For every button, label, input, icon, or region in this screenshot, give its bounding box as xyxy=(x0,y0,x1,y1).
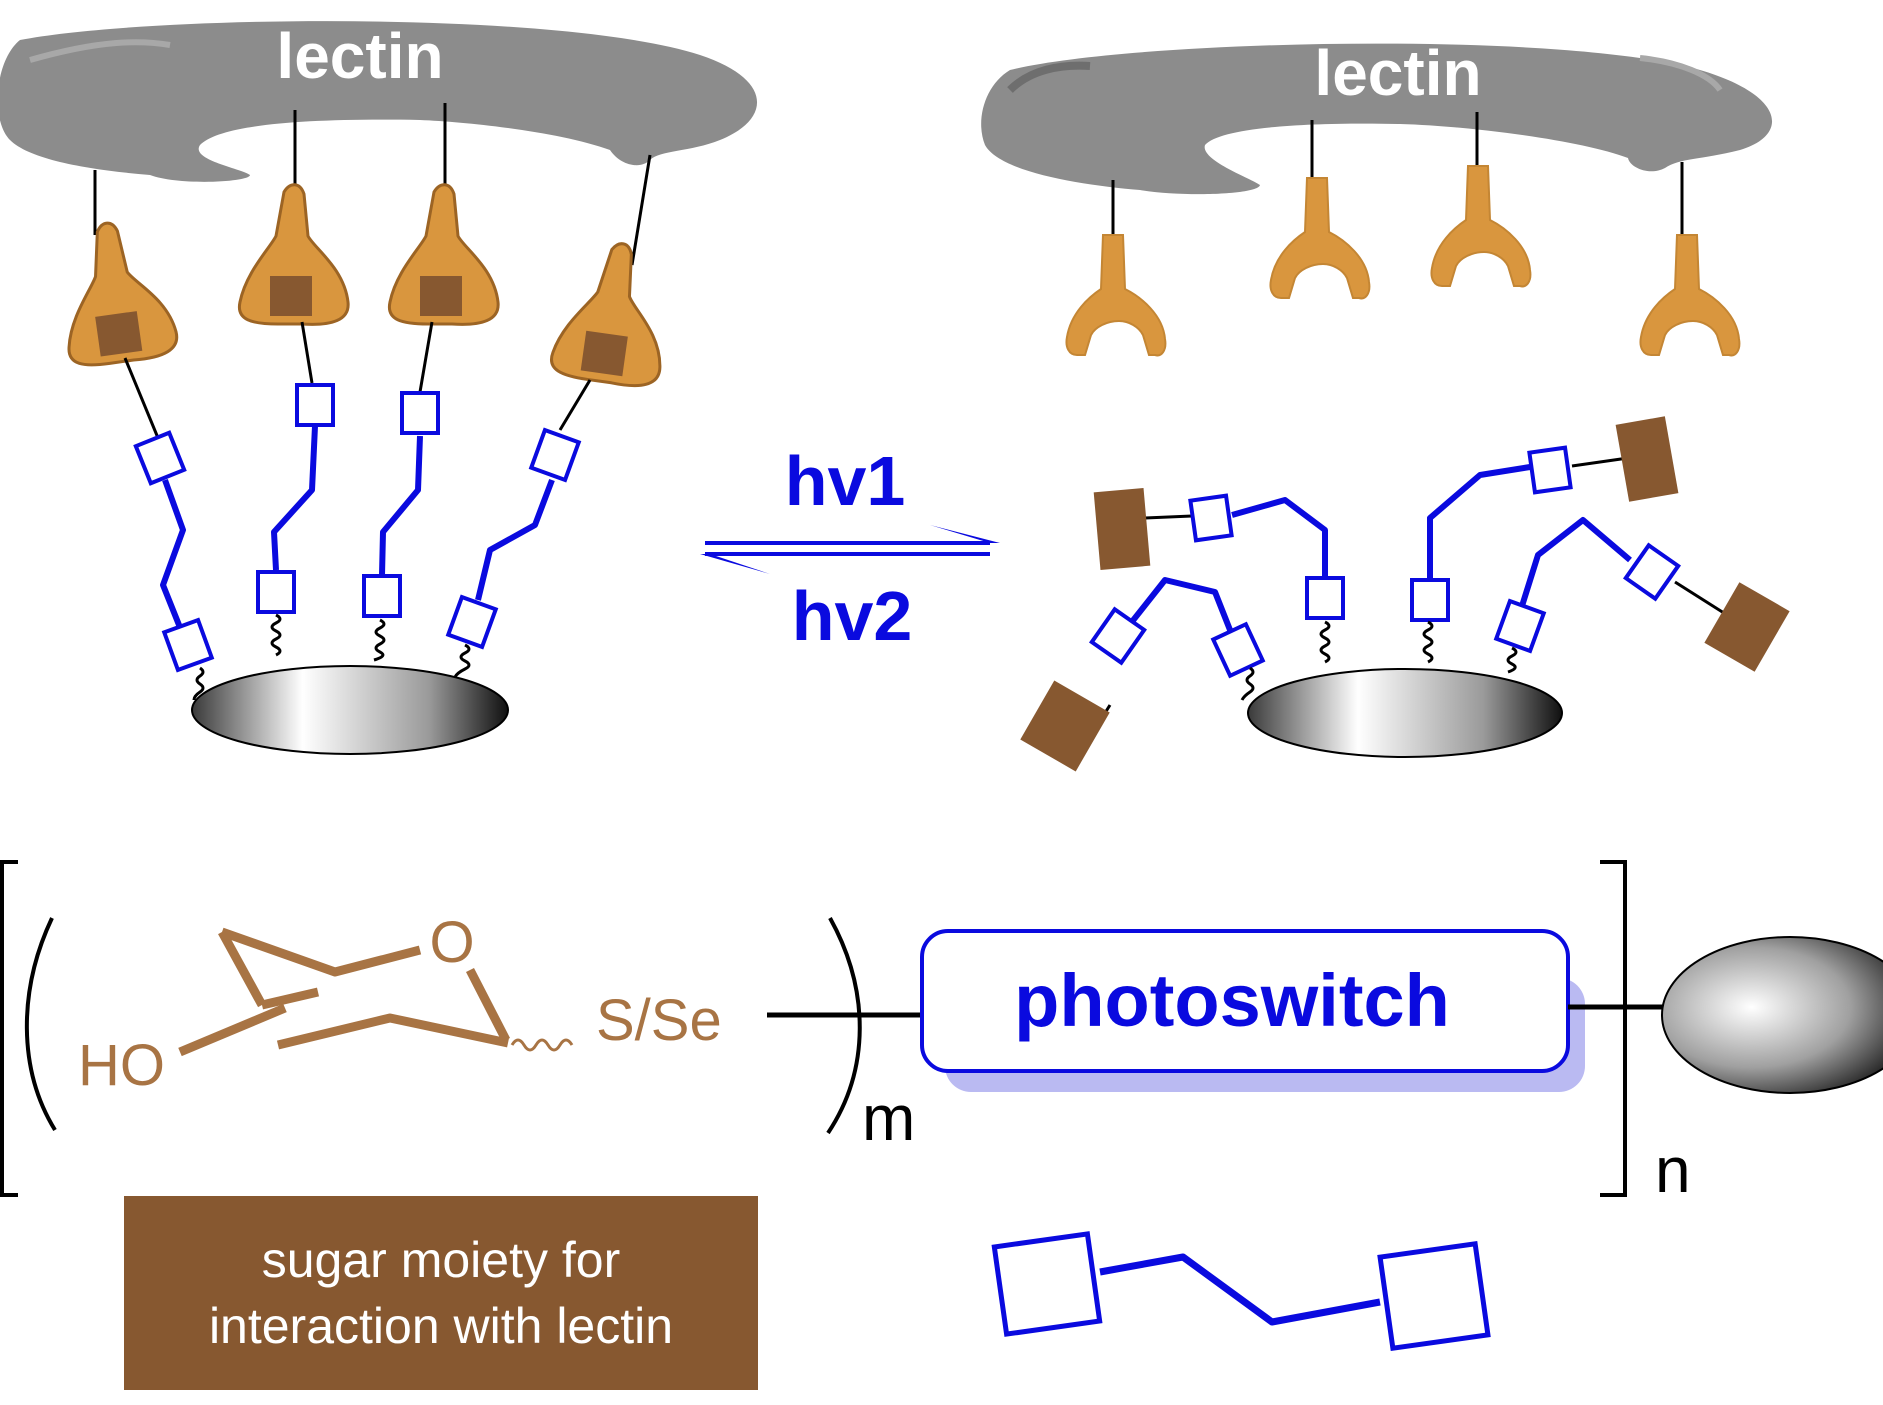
switch-square xyxy=(1410,578,1450,622)
receptor-free-4 xyxy=(1639,234,1741,357)
right-panel: lectin xyxy=(981,37,1790,772)
tethers-left xyxy=(123,321,592,439)
sugar-block xyxy=(1020,680,1110,772)
lectin-label-left: lectin xyxy=(276,20,443,92)
paren-left xyxy=(24,917,57,1132)
nanoparticle-formula xyxy=(1661,936,1883,1094)
anomeric-wavy-bond xyxy=(510,1038,574,1052)
repeat-m-label: m xyxy=(862,1082,915,1154)
sugar-legend-box: sugar moiety for interaction with lectin xyxy=(124,1196,758,1390)
switch-square xyxy=(1188,493,1234,543)
paren-right xyxy=(826,917,862,1135)
switch-square xyxy=(162,618,214,672)
photoswitch-legend-glyph xyxy=(991,1231,1491,1352)
sugar-legend-line1: sugar moiety for xyxy=(261,1232,621,1288)
receptor-bound-1 xyxy=(50,214,181,371)
receptor-bound-4 xyxy=(547,234,678,392)
switch-square xyxy=(400,391,440,435)
photoswitch-label: photoswitch xyxy=(1014,959,1450,1042)
photoswitch-chains-right xyxy=(1124,464,1632,637)
switch-square xyxy=(1211,622,1265,678)
ring-oxygen-label: O xyxy=(429,910,474,975)
linker-label: S/Se xyxy=(596,988,722,1053)
bracket-right xyxy=(1600,860,1627,1197)
switch-square xyxy=(529,428,581,482)
hv2-label: hv2 xyxy=(792,577,913,655)
switch-square xyxy=(1527,445,1573,495)
hv1-label: hv1 xyxy=(785,442,906,520)
sugar-block xyxy=(1093,487,1151,571)
nanoparticle-right xyxy=(1247,668,1563,758)
lectin-shape-left xyxy=(0,21,757,182)
bracket-left xyxy=(0,860,18,1197)
receptor-bound-2 xyxy=(237,183,350,326)
photoswitch-box xyxy=(920,929,1570,1073)
sugar-block xyxy=(1615,416,1679,502)
switch-square xyxy=(1623,543,1681,601)
spacers-right xyxy=(1240,620,1518,701)
switch-square xyxy=(256,570,296,614)
receptor-free-1 xyxy=(1065,234,1167,357)
sugar-legend-line2: interaction with lectin xyxy=(208,1298,674,1354)
lectin-stems-right xyxy=(1111,112,1684,238)
structure-formula: O HO S/Se m photoswitch n xyxy=(0,860,1883,1206)
repeat-n-label: n xyxy=(1655,1134,1691,1206)
spacers-left xyxy=(192,613,471,701)
switch-square xyxy=(1494,599,1546,653)
photoswitch-chains-left xyxy=(160,425,555,642)
receptor-bound-3 xyxy=(387,183,500,326)
switch-square xyxy=(362,574,402,618)
nanoparticle-left xyxy=(191,665,509,755)
lectin-shape-right xyxy=(981,43,1773,195)
hydroxyl-label: HO xyxy=(78,1033,165,1098)
sugar-block xyxy=(1704,582,1790,672)
receptor-free-2 xyxy=(1269,177,1371,300)
lectin-highlight xyxy=(29,39,171,63)
switch-square xyxy=(1305,576,1345,620)
switch-square xyxy=(133,430,187,486)
switch-square xyxy=(295,383,335,427)
switch-square xyxy=(446,595,498,649)
sugar-chair xyxy=(178,927,511,1057)
equilibrium-arrows: hv1 hv2 xyxy=(700,442,1000,655)
receptor-free-3 xyxy=(1430,165,1532,288)
left-panel: lectin xyxy=(0,20,757,755)
lectin-label-right: lectin xyxy=(1314,37,1481,109)
